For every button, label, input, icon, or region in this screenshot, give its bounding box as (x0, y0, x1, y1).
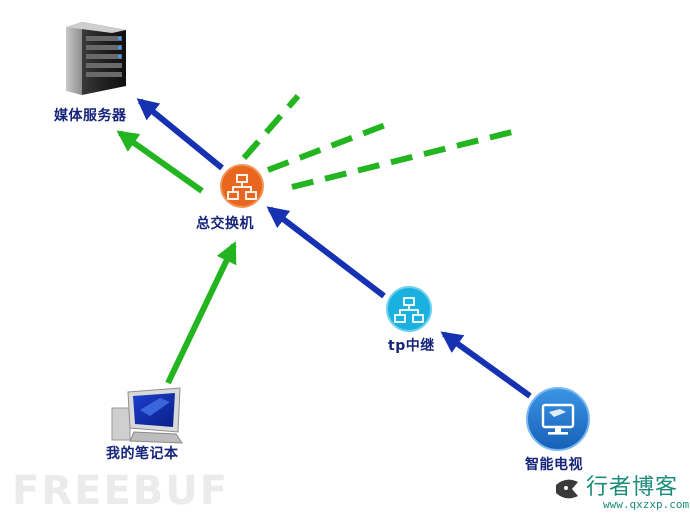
brand-watermark: 行者博客 (586, 475, 679, 500)
wireless-signal-ray-1 (241, 94, 301, 160)
switch-label: 总交换机 (196, 216, 254, 232)
wired-link-repeater-to-switch (266, 206, 386, 299)
network-repeater-icon (386, 286, 432, 332)
freebuf-watermark: FREEBUF (12, 468, 230, 514)
wireless-signal-ray-2 (266, 121, 390, 173)
server-tower-icon (66, 22, 126, 95)
wireless-signal-ray-3 (291, 129, 513, 190)
server-label: 媒体服务器 (54, 108, 127, 124)
domain-watermark: www.qxzxp.com (603, 498, 690, 511)
wired-link-switch-to-server (136, 98, 224, 171)
repeater-label: tp中继 (388, 338, 435, 354)
brand-logo-icon (556, 479, 578, 499)
tv-monitor-icon (526, 387, 590, 451)
computer-monitor-icon (111, 387, 183, 444)
tv-label: 智能电视 (525, 457, 583, 473)
laptop-label: 我的笔记本 (106, 446, 179, 462)
wired-link-tv-to-repeater (440, 331, 532, 399)
network-switch-icon (220, 164, 264, 208)
wireless-link-laptop-to-switch (165, 241, 237, 385)
wireless-link-switch-to-server (116, 130, 204, 194)
